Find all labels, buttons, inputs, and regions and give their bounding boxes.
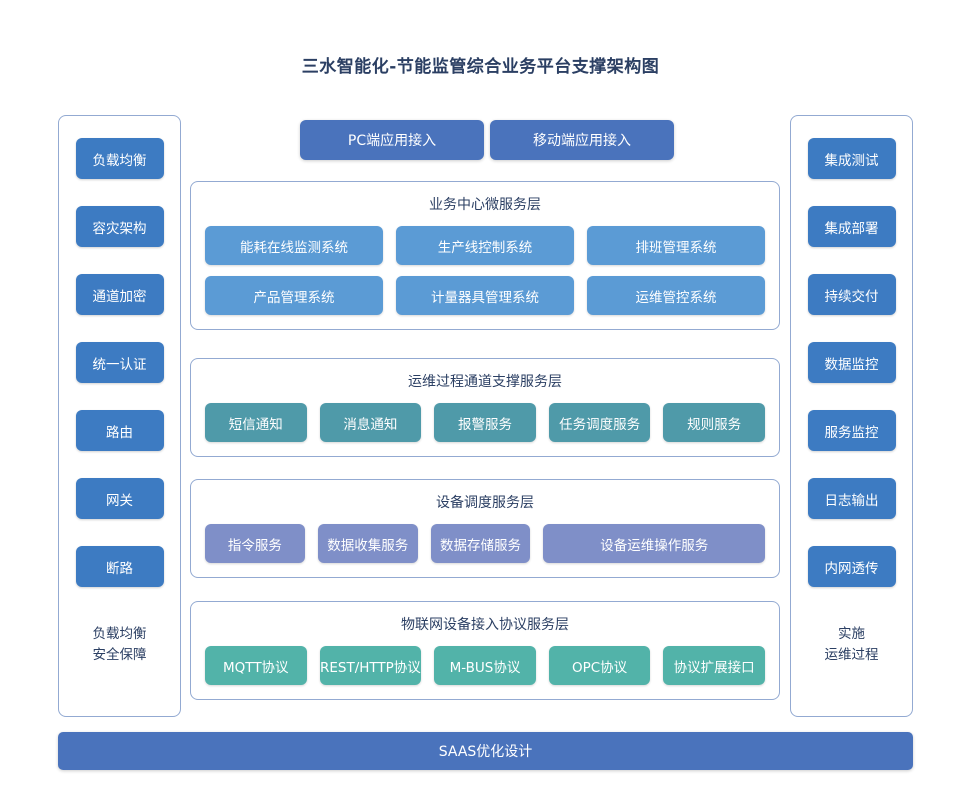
left-panel-footer-line1: 负载均衡 — [92, 626, 147, 642]
node-opc-protocol[interactable]: OPC协议 — [548, 646, 651, 685]
iot-layer-title: 物联网设备接入协议服务层 — [401, 617, 569, 633]
node-command-service[interactable]: 指令服务 — [205, 524, 305, 563]
node-energy-monitoring-system[interactable]: 能耗在线监测系统 — [205, 226, 383, 265]
left-panel-item-load-balance[interactable]: 负载均衡 — [75, 138, 164, 179]
mobile-access-bar[interactable]: 移动端应用接入 — [490, 120, 674, 160]
right-panel-item-intranet-passthrough[interactable]: 内网透传 — [807, 546, 896, 587]
right-panel-footer-line1: 实施 — [838, 626, 865, 642]
right-panel-footer-line2: 运维过程 — [824, 646, 879, 663]
right-panel-item-integration-deploy[interactable]: 集成部署 — [807, 206, 896, 247]
iot-protocol-layer: 物联网设备接入协议服务层 MQTT协议 REST/HTTP协议 M-BUS协议 … — [190, 601, 780, 700]
saas-optimization-bar[interactable]: SAAS优化设计 — [58, 732, 913, 770]
right-panel-item-continuous-delivery[interactable]: 持续交付 — [807, 274, 896, 315]
node-message-notification[interactable]: 消息通知 — [319, 403, 422, 442]
left-panel-footer-line2: 安全保障 — [92, 646, 147, 663]
page-title: 三水智能化-节能监管综合业务平台支撑架构图 — [301, 57, 660, 77]
node-mqtt-protocol[interactable]: MQTT协议 — [205, 646, 307, 685]
right-panel-footer: 实施 运维过程 — [825, 624, 879, 666]
node-alarm-service[interactable]: 报警服务 — [434, 403, 536, 442]
node-sms-notification[interactable]: 短信通知 — [205, 403, 307, 442]
node-data-storage-service[interactable]: 数据存储服务 — [430, 524, 531, 563]
node-production-line-control-system[interactable]: 生产线控制系统 — [396, 226, 574, 265]
device-layer-row-1: 指令服务 数据收集服务 数据存储服务 设备运维操作服务 — [205, 524, 766, 563]
iot-layer-row-1: MQTT协议 REST/HTTP协议 M-BUS协议 OPC协议 协议扩展接口 — [205, 646, 765, 685]
left-panel-footer: 负载均衡 安全保障 — [93, 624, 147, 666]
node-metering-instrument-management-system[interactable]: 计量器具管理系统 — [396, 276, 574, 315]
ops-channel-support-layer: 运维过程通道支撑服务层 短信通知 消息通知 报警服务 任务调度服务 规则服务 — [190, 358, 780, 457]
business-microservice-layer: 业务中心微服务层 能耗在线监测系统 生产线控制系统 排班管理系统 产品管理系统 … — [190, 181, 780, 330]
left-panel-item-disaster-recovery[interactable]: 容灾架构 — [75, 206, 164, 247]
pc-access-bar[interactable]: PC端应用接入 — [300, 120, 484, 160]
left-panel-item-unified-auth[interactable]: 统一认证 — [75, 342, 164, 383]
right-panel-item-integration-test[interactable]: 集成测试 — [807, 138, 896, 179]
business-layer-title: 业务中心微服务层 — [429, 197, 541, 213]
node-product-management-system[interactable]: 产品管理系统 — [205, 276, 383, 315]
right-side-panel: 集成测试 集成部署 持续交付 数据监控 服务监控 日志输出 内网透传 实施 运维… — [790, 115, 913, 717]
node-task-scheduling-service[interactable]: 任务调度服务 — [548, 403, 651, 442]
left-panel-item-circuit-breaker[interactable]: 断路 — [75, 546, 164, 587]
device-layer-title: 设备调度服务层 — [436, 495, 534, 511]
business-layer-row-2: 产品管理系统 计量器具管理系统 运维管控系统 — [205, 276, 765, 315]
ops-layer-row-1: 短信通知 消息通知 报警服务 任务调度服务 规则服务 — [205, 403, 765, 442]
right-panel-item-service-monitoring[interactable]: 服务监控 — [807, 410, 896, 451]
left-panel-item-routing[interactable]: 路由 — [75, 410, 164, 451]
node-rule-service[interactable]: 规则服务 — [663, 403, 765, 442]
node-ops-control-system[interactable]: 运维管控系统 — [587, 276, 765, 315]
node-rest-http-protocol[interactable]: REST/HTTP协议 — [319, 646, 422, 685]
left-panel-item-channel-encryption[interactable]: 通道加密 — [75, 274, 164, 315]
right-panel-item-data-monitoring[interactable]: 数据监控 — [807, 342, 896, 383]
left-panel-item-gateway[interactable]: 网关 — [75, 478, 164, 519]
left-side-panel: 负载均衡 容灾架构 通道加密 统一认证 路由 网关 断路 负载均衡 安全保障 — [58, 115, 181, 717]
node-mbus-protocol[interactable]: M-BUS协议 — [434, 646, 536, 685]
right-panel-item-log-output[interactable]: 日志输出 — [807, 478, 896, 519]
node-shift-management-system[interactable]: 排班管理系统 — [587, 226, 765, 265]
device-scheduling-layer: 设备调度服务层 指令服务 数据收集服务 数据存储服务 设备运维操作服务 — [190, 479, 780, 578]
ops-layer-title: 运维过程通道支撑服务层 — [408, 374, 562, 390]
node-data-collection-service[interactable]: 数据收集服务 — [317, 524, 418, 563]
node-protocol-extension-interface[interactable]: 协议扩展接口 — [663, 646, 765, 685]
business-layer-row-1: 能耗在线监测系统 生产线控制系统 排班管理系统 — [205, 226, 765, 265]
node-device-ops-operation-service[interactable]: 设备运维操作服务 — [543, 524, 766, 563]
